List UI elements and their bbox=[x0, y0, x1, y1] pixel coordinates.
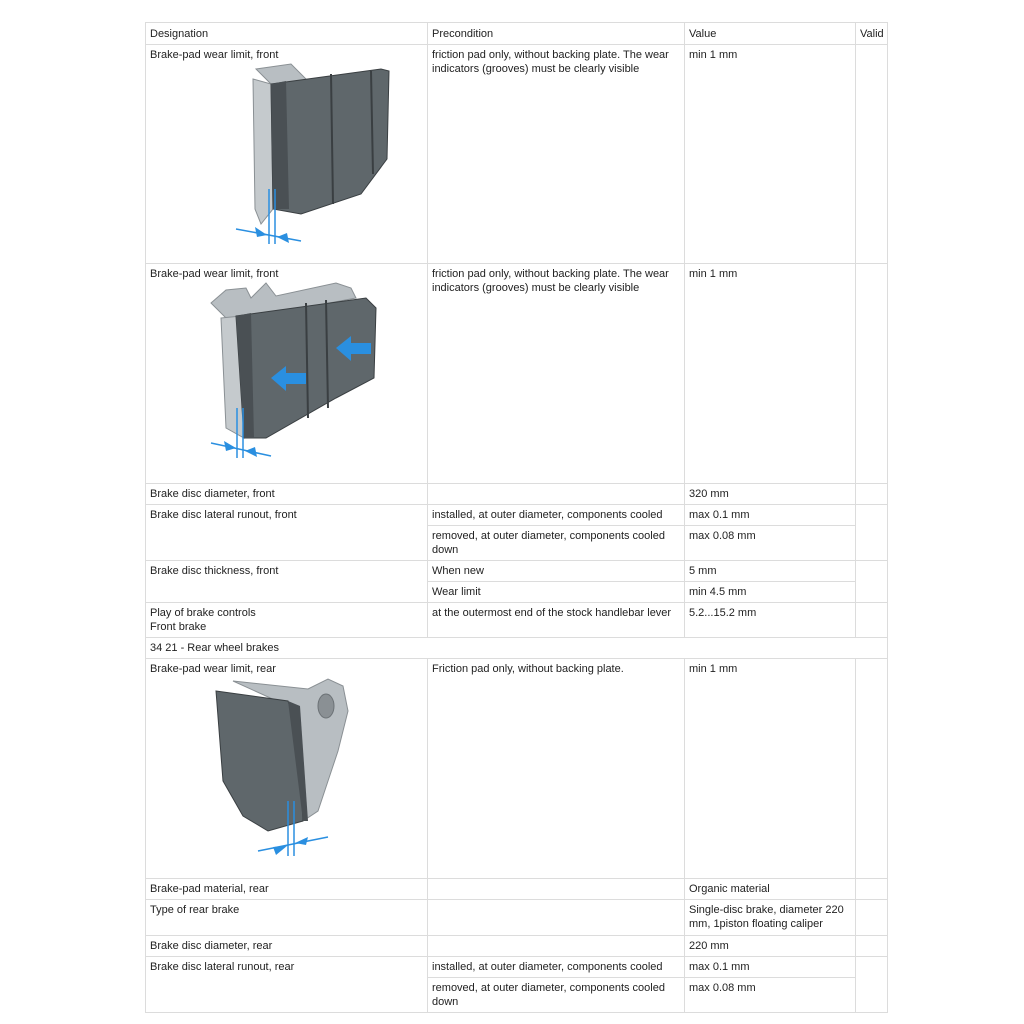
designation-line: Play of brake controls bbox=[150, 607, 256, 619]
designation-cell: Play of brake controls Front brake bbox=[145, 602, 428, 638]
header-designation: Designation bbox=[145, 22, 428, 45]
precondition-cell: Wear limit bbox=[427, 581, 685, 603]
table-header-row: Designation Precondition Value Valid bbox=[145, 22, 888, 45]
value-cell: min 1 mm bbox=[684, 44, 856, 264]
value-cell: Organic material bbox=[684, 878, 856, 900]
value-cell: max 0.08 mm bbox=[684, 525, 856, 561]
valid-cell bbox=[855, 658, 888, 879]
designation-line: Front brake bbox=[150, 621, 207, 633]
valid-cell bbox=[855, 44, 888, 264]
precondition-cell: When new bbox=[427, 560, 685, 582]
precondition-cell bbox=[427, 899, 685, 936]
rear-brake-pad-illustration bbox=[215, 678, 349, 856]
valid-cell bbox=[855, 483, 888, 505]
value-cell: 320 mm bbox=[684, 483, 856, 505]
specification-table: Designation Precondition Value Valid Bra… bbox=[145, 22, 888, 1013]
value-cell: max 0.1 mm bbox=[684, 956, 856, 978]
table-row: Brake disc diameter, front 320 mm bbox=[145, 483, 888, 505]
table-row: Brake disc lateral runout, rear installe… bbox=[145, 956, 888, 1013]
table-row: Brake-pad material, rear Organic materia… bbox=[145, 878, 888, 900]
designation-cell: Brake-pad wear limit, front bbox=[145, 263, 428, 484]
precondition-cell: Friction pad only, without backing plate… bbox=[427, 658, 685, 879]
designation-cell: Type of rear brake bbox=[145, 899, 428, 936]
value-cell: 5.2...15.2 mm bbox=[684, 602, 856, 638]
table-row: Brake disc thickness, front When new 5 m… bbox=[145, 560, 888, 603]
table-row: Play of brake controls Front brake at th… bbox=[145, 602, 888, 638]
precondition-cell: installed, at outer diameter, components… bbox=[427, 956, 685, 978]
value-cell: max 0.08 mm bbox=[684, 977, 856, 1013]
designation-text: Brake-pad wear limit, front bbox=[150, 268, 279, 280]
value-cell: 220 mm bbox=[684, 935, 856, 957]
valid-cell bbox=[855, 504, 888, 561]
table-row: removed, at outer diameter, components c… bbox=[146, 977, 888, 1013]
precondition-cell: friction pad only, without backing plate… bbox=[427, 263, 685, 484]
value-cell: min 1 mm bbox=[684, 263, 856, 484]
header-precondition: Precondition bbox=[427, 22, 685, 45]
header-valid: Valid bbox=[855, 22, 888, 45]
value-cell: max 0.1 mm bbox=[684, 504, 856, 526]
valid-cell bbox=[855, 956, 888, 1013]
table-row: Brake disc diameter, rear 220 mm bbox=[145, 935, 888, 957]
valid-cell bbox=[855, 602, 888, 638]
designation-cell: Brake disc diameter, rear bbox=[145, 935, 428, 957]
table-row: Brake-pad wear limit, front friction pad… bbox=[145, 44, 888, 264]
value-cell: min 4.5 mm bbox=[684, 581, 856, 603]
front-brake-pad-illustration bbox=[235, 63, 390, 244]
precondition-cell bbox=[427, 935, 685, 957]
precondition-cell: removed, at outer diameter, components c… bbox=[427, 525, 685, 561]
designation-cell: Brake disc thickness, front bbox=[145, 560, 428, 603]
designation-cell: Brake disc diameter, front bbox=[145, 483, 428, 505]
precondition-cell: friction pad only, without backing plate… bbox=[427, 44, 685, 264]
table-row: Brake-pad wear limit, front friction pad… bbox=[145, 263, 888, 484]
valid-cell bbox=[855, 263, 888, 484]
valid-cell bbox=[855, 899, 888, 936]
designation-text: Brake-pad wear limit, front bbox=[150, 49, 279, 61]
designation-cell: Brake-pad wear limit, front bbox=[145, 44, 428, 264]
designation-cell: Brake-pad material, rear bbox=[145, 878, 428, 900]
valid-cell bbox=[855, 935, 888, 957]
valid-cell bbox=[855, 878, 888, 900]
designation-cell: Brake disc lateral runout, rear bbox=[145, 956, 428, 1013]
header-value: Value bbox=[684, 22, 856, 45]
precondition-cell bbox=[427, 483, 685, 505]
value-cell: min 1 mm bbox=[684, 658, 856, 879]
valid-cell bbox=[855, 560, 888, 603]
table-row: Brake-pad wear limit, rear Friction pad … bbox=[145, 658, 888, 879]
table-row: Type of rear brake Single-disc brake, di… bbox=[145, 899, 888, 936]
section-heading: 34 21 - Rear wheel brakes bbox=[145, 637, 888, 659]
section-row: 34 21 - Rear wheel brakes bbox=[145, 637, 888, 659]
precondition-cell bbox=[427, 878, 685, 900]
designation-text: Brake-pad wear limit, rear bbox=[150, 663, 276, 675]
table-row: Brake disc lateral runout, front install… bbox=[145, 504, 888, 561]
precondition-cell: removed, at outer diameter, components c… bbox=[427, 977, 685, 1013]
precondition-cell: installed, at outer diameter, components… bbox=[427, 504, 685, 526]
front-brake-pad-wear-indicator-illustration bbox=[210, 282, 377, 458]
value-cell: Single-disc brake, diameter 220 mm, 1pis… bbox=[684, 899, 856, 936]
precondition-cell: at the outermost end of the stock handle… bbox=[427, 602, 685, 638]
value-cell: 5 mm bbox=[684, 560, 856, 582]
designation-cell: Brake-pad wear limit, rear bbox=[145, 658, 428, 879]
designation-cell: Brake disc lateral runout, front bbox=[145, 504, 428, 561]
